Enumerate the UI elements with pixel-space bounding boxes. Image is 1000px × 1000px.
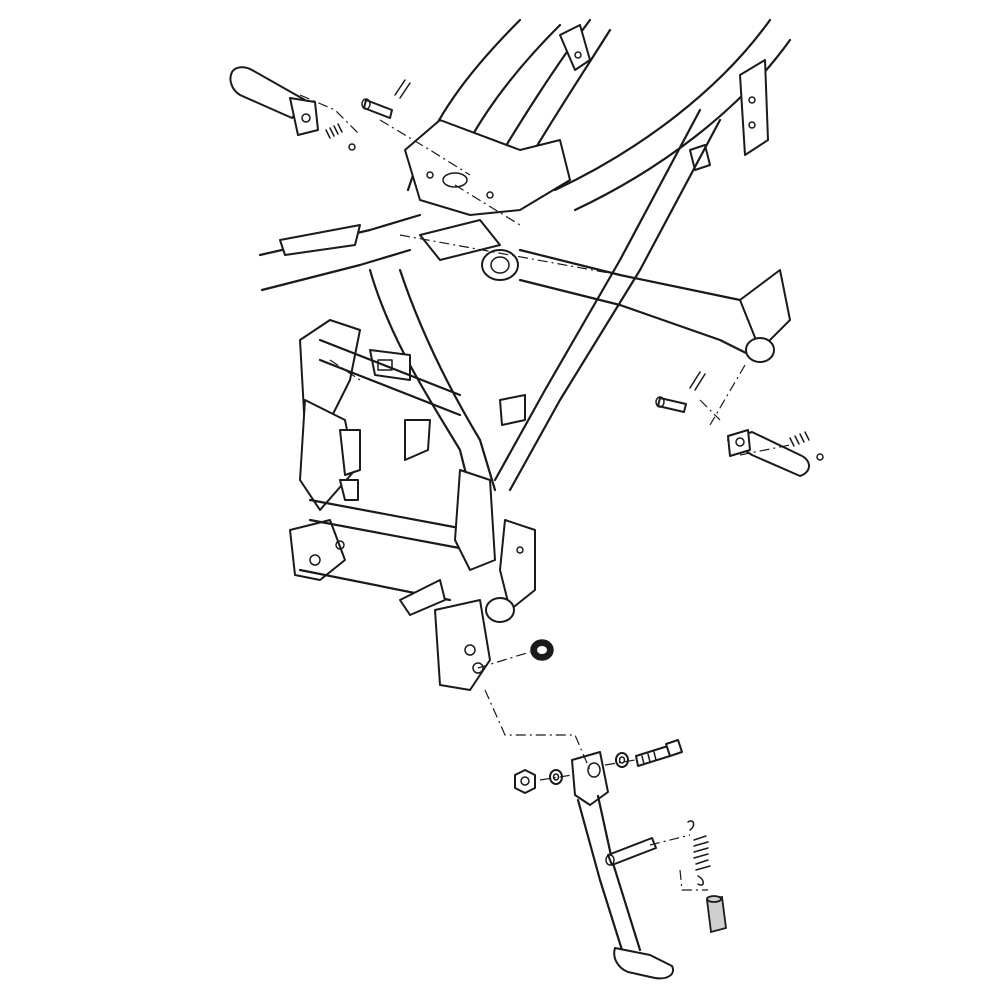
side-stand (571, 751, 674, 980)
frame-right-rear-rail (518, 248, 791, 363)
lower-frame-bracket (434, 469, 536, 691)
side-stand-bolt (635, 739, 683, 767)
side-stand-nut (514, 769, 536, 794)
side-stand-pin (605, 837, 657, 866)
left-footpeg-pin (361, 98, 393, 119)
assembly-leader-lines (299, 94, 791, 891)
right-footpeg-pin (655, 396, 687, 413)
right-footpeg-ball (816, 453, 824, 461)
side-stand-spring-sleeve (706, 895, 727, 934)
pivot-boss (419, 219, 519, 281)
frame-down-tubes (368, 108, 722, 492)
right-footpeg-cotter-pin (689, 371, 706, 391)
top-brackets (559, 24, 769, 171)
upper-cross-plate (404, 119, 571, 216)
frame-cross-members (298, 338, 526, 616)
right-footpeg-spring (789, 431, 810, 447)
left-side-plates (289, 319, 411, 581)
right-footpeg (727, 429, 810, 477)
left-footpeg-cotter-pin (394, 79, 411, 99)
frame-left-rail (258, 213, 422, 292)
side-stand-washer-right (615, 752, 629, 768)
side-stand-collar (530, 639, 554, 661)
side-stand-spring (687, 820, 711, 886)
left-footpeg-ball (348, 143, 356, 151)
left-footpeg (229, 66, 319, 136)
left-footpeg-spring (325, 123, 343, 139)
